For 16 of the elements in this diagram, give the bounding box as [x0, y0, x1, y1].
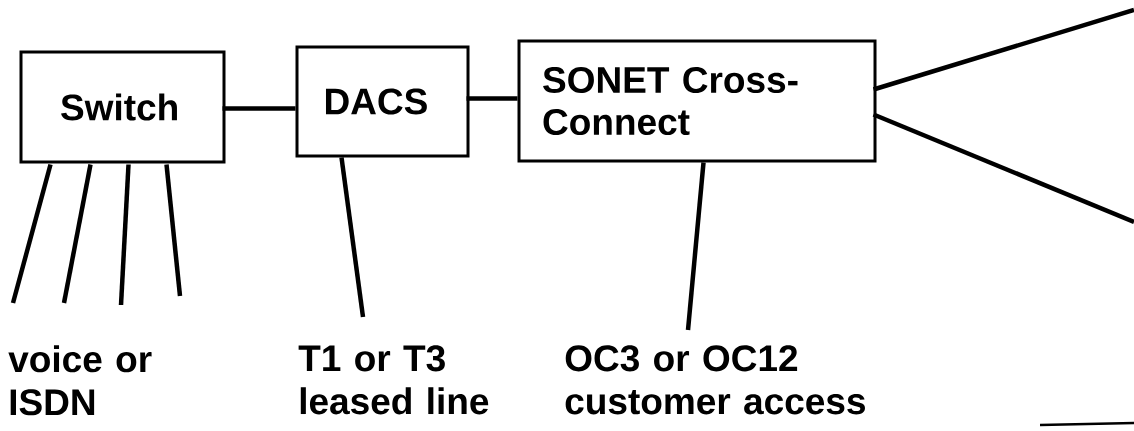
network-box: SONET Cross-Connect [517, 39, 877, 163]
connecting-line [466, 96, 518, 101]
line-type-label: T1 or T3 leased line [298, 345, 489, 415]
connecting-line [61, 164, 93, 304]
connecting-line [872, 112, 1134, 225]
connecting-line [118, 164, 131, 306]
connecting-line [685, 162, 706, 331]
network-box: Switch [19, 50, 226, 164]
line-type-label: voice or ISDN [8, 345, 152, 416]
connecting-line [222, 106, 296, 111]
connecting-line [339, 157, 366, 318]
line-type-label: OC3 or OC12 customer access [565, 345, 865, 415]
network-box: DACS [295, 45, 470, 158]
connecting-line [10, 163, 53, 304]
connecting-line [872, 7, 1134, 92]
connecting-line [164, 164, 183, 297]
